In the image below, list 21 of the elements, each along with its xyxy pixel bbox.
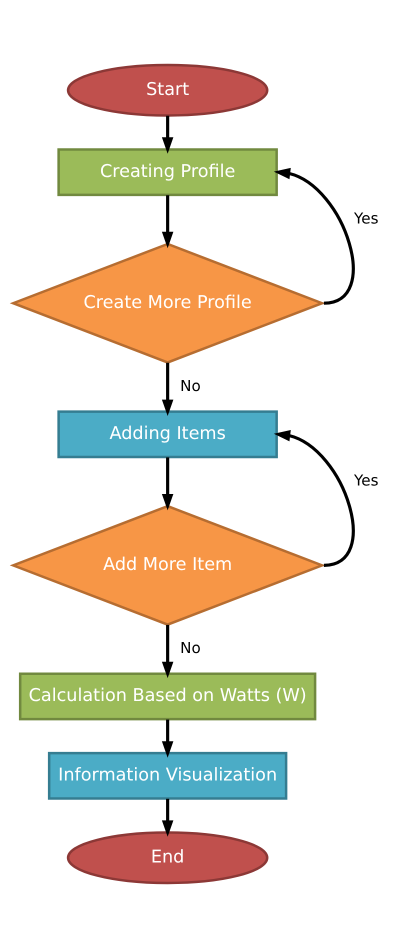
node-ellipse: Start (66, 63, 268, 116)
arrow (162, 456, 174, 510)
node-box: Adding Items (57, 410, 278, 458)
arrow (162, 362, 174, 416)
node-box: Calculation Based on Watts (W) (18, 672, 316, 720)
node-diamond: Add More Item (10, 504, 326, 626)
arrow (162, 798, 174, 836)
arrow (162, 115, 174, 154)
arrow (162, 624, 174, 678)
arrow (162, 719, 174, 758)
arrow (274, 429, 355, 566)
arrow (162, 194, 174, 248)
edge-label: Yes (354, 208, 378, 227)
node-box: Information Visualization (48, 751, 288, 800)
node-diamond: Create More Profile (10, 242, 326, 364)
node-box: Creating Profile (57, 148, 278, 196)
edge-label: No (180, 638, 201, 657)
edge-label: No (180, 376, 201, 394)
node-ellipse: End (66, 830, 268, 884)
arrow (274, 167, 355, 304)
edge-label: Yes (354, 470, 378, 489)
